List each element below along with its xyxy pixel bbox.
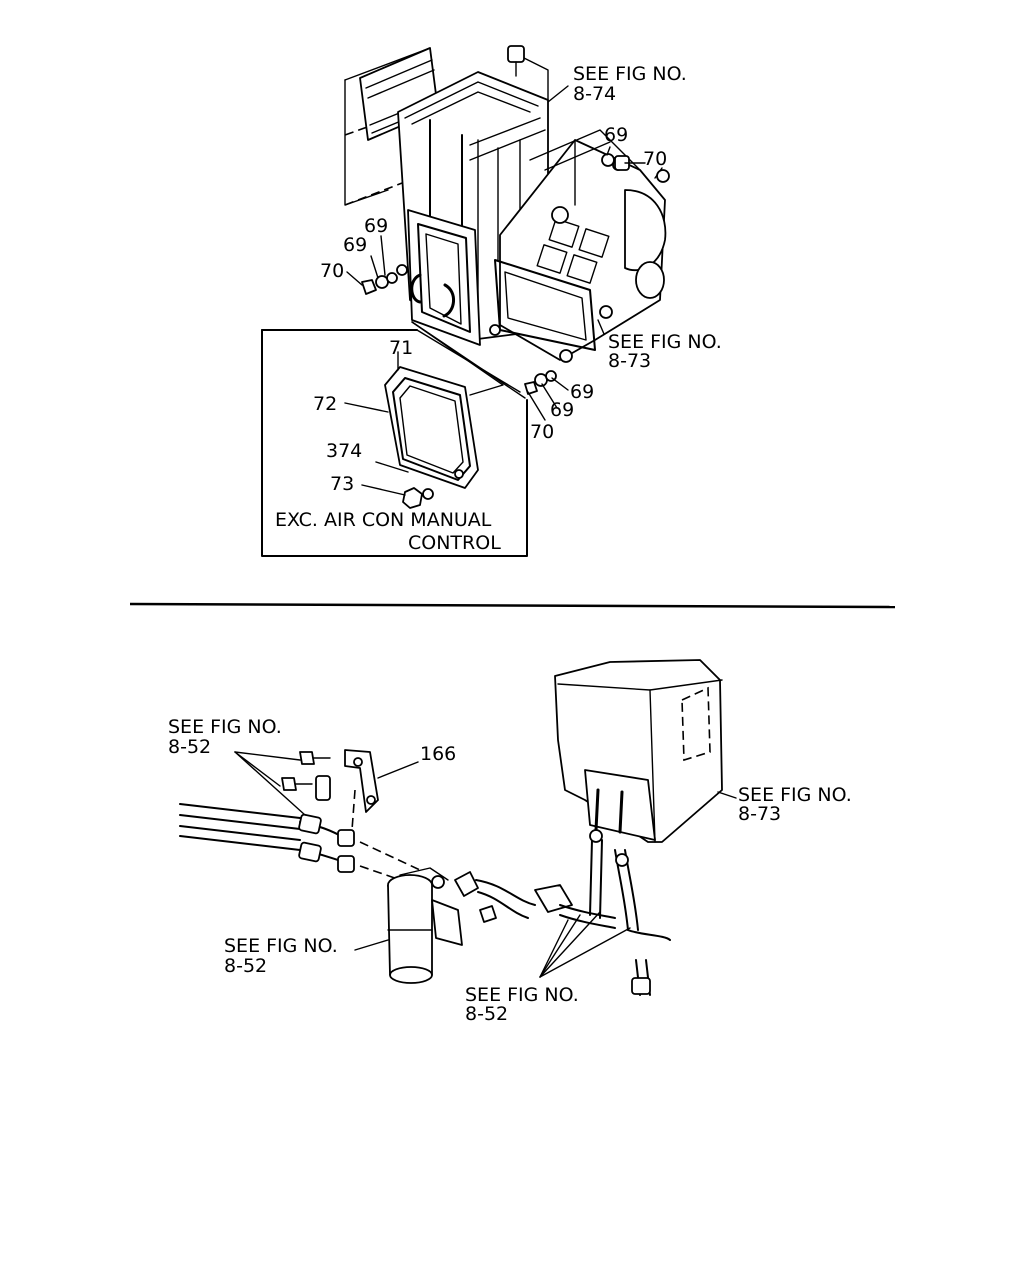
callout-70-left: 70 — [320, 260, 344, 282]
see-fig-8-73-line2: 8-73 — [608, 350, 651, 372]
section-divider — [129, 602, 896, 609]
callout-69-left-b: 69 — [343, 234, 367, 256]
bracket-166 — [344, 749, 379, 831]
see-fig-8-52-left-line1: SEE FIG NO. — [224, 935, 338, 957]
see-fig-8-52-bottom-line2: 8-52 — [465, 1003, 508, 1025]
see-fig-8-52-topleft-line2: 8-52 — [168, 736, 211, 758]
callout-69-right-b: 69 — [550, 399, 574, 421]
callout-69-right-a: 69 — [570, 381, 594, 403]
see-fig-8-74-line2: 8-74 — [573, 83, 616, 105]
callout-69-top: 69 — [604, 124, 628, 146]
callout-374: 374 — [326, 440, 362, 462]
inset-gasket — [384, 366, 479, 489]
inset-fastener — [402, 487, 434, 509]
hose-tubes — [179, 803, 421, 886]
tube-nuts — [298, 813, 355, 873]
leader-lines-upper — [344, 85, 646, 496]
callout-70-right: 70 — [530, 421, 554, 443]
blower-unit — [489, 129, 670, 363]
see-fig-8-73-lower-line1: SEE FIG NO. — [738, 784, 852, 806]
leader-lines-lower — [234, 751, 737, 978]
callout-71: 71 — [389, 337, 413, 359]
inset-caption-line2: CONTROL — [408, 532, 501, 554]
small-bolts — [281, 751, 331, 801]
inset-box — [261, 321, 528, 557]
pipe-assembly — [454, 829, 671, 996]
evaporator-case — [554, 659, 723, 843]
see-fig-8-52-topleft-line1: SEE FIG NO. — [168, 716, 282, 738]
fasteners-top — [601, 153, 630, 171]
receiver-drier — [387, 867, 463, 984]
case-front-door — [396, 209, 481, 346]
fasteners-left — [361, 272, 398, 295]
callout-72: 72 — [313, 393, 337, 415]
lower-figure: SEE FIG NO. 8-52 166 SEE FIG NO. 8-73 SE… — [168, 659, 852, 1025]
see-fig-8-52-left-line2: 8-52 — [224, 955, 267, 977]
see-fig-8-74-line1: SEE FIG NO. — [573, 63, 687, 85]
fasteners-right — [524, 370, 557, 395]
see-fig-8-73-line1: SEE FIG NO. — [608, 331, 722, 353]
see-fig-8-52-bottom-line1: SEE FIG NO. — [465, 984, 579, 1006]
callout-73: 73 — [330, 473, 354, 495]
callout-166: 166 — [420, 743, 456, 765]
see-fig-8-73-lower-line2: 8-73 — [738, 803, 781, 825]
callout-70-top: 70 — [643, 148, 667, 170]
inset-caption-line1: EXC. AIR CON MANUAL — [275, 509, 492, 531]
upper-figure: SEE FIG NO. 8-74 69 70 69 69 70 SEE FIG … — [261, 45, 722, 557]
callout-69-left-a: 69 — [364, 215, 388, 237]
